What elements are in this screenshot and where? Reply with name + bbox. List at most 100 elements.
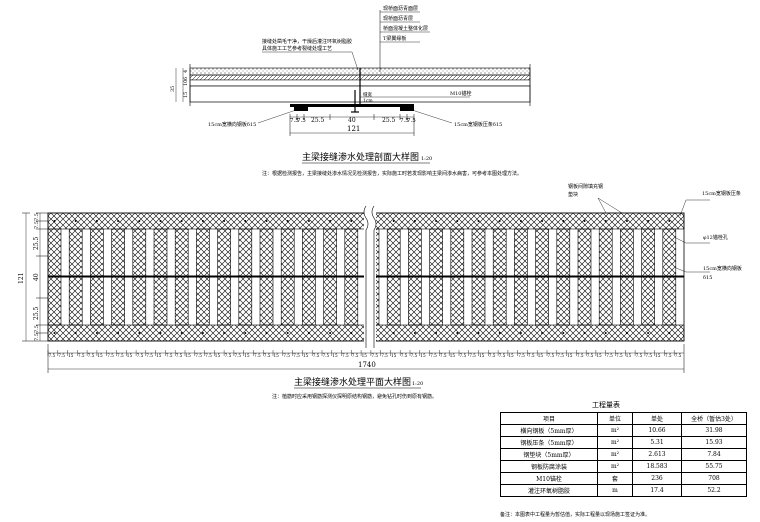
table-row: 钢板防腐涂装 m² 18.583 55.75	[500, 460, 747, 473]
anchor-hole	[95, 332, 98, 334]
anchor-hole	[413, 332, 416, 334]
quantity-table: 项目 单位 单处 全桥（暂估3处） 横向钢板（5mm厚） m² 10.66 31…	[500, 412, 747, 497]
plan-scale: 1:20	[412, 381, 423, 387]
bottom-dim-label: 15	[303, 353, 309, 358]
bottom-dim-label: 15	[156, 353, 162, 358]
table-cell: 31.98	[681, 424, 747, 437]
bottom-dim-label: 7.5	[352, 353, 359, 358]
plan-note: 注：植筋时应采用钢筋探测仪探明原结构钢筋，避免钻孔时伤到原有钢筋。	[272, 393, 437, 400]
bottom-dim-label: 7.5	[205, 353, 212, 358]
anchor-hole	[477, 332, 480, 334]
bottom-dim-label: 7.5	[440, 353, 447, 358]
table-cell: 52.2	[681, 484, 747, 497]
bottom-dim-label: 7.5	[254, 353, 261, 358]
quantity-table-title: 工程量表	[592, 401, 620, 409]
anchor-hole	[74, 332, 77, 334]
anchor-hole	[201, 220, 204, 222]
bottom-dim-label: 15	[186, 353, 192, 358]
col-header: 单位	[597, 412, 633, 425]
anchor-hole	[604, 220, 607, 222]
anchor-hole	[350, 220, 353, 222]
table-cell: 横向钢板（5mm厚）	[500, 424, 598, 437]
sdim-5: 25.5	[382, 117, 396, 124]
table-cell: 套	[597, 472, 633, 485]
bottom-dim-label: 7.5	[577, 353, 584, 358]
section-view: 现桥面沥青面层 现桥面沥青层 桥面混凝土整体化层 T梁翼缘板 接缝处凿毛干净，干…	[170, 5, 531, 177]
bottom-dim-label: 15	[127, 353, 133, 358]
sdim-total: 121	[347, 125, 360, 133]
section-scale: 1:20	[421, 156, 432, 162]
ldim-4: 40	[33, 273, 40, 281]
table-cell: 灌注环氧树脂胶	[500, 484, 598, 497]
anchor-hole	[286, 220, 289, 222]
anchor-hole	[541, 332, 544, 334]
anchor-hole	[477, 220, 480, 222]
bottom-dim-label: 7.5	[88, 353, 95, 358]
bottom-dim-label: 15	[479, 353, 485, 358]
anchor-hole	[625, 332, 628, 334]
table-row: 灌注环氧树脂胶 m 17.4 52.2	[500, 484, 747, 497]
layer-label-3: 桥面混凝土整体化层	[383, 25, 428, 32]
anchor-hole	[223, 332, 226, 334]
table-cell: 5.31	[632, 436, 682, 449]
sdim-7: 7.5	[407, 118, 416, 124]
bottom-dim-label: 7.5	[176, 353, 183, 358]
bottom-dim-label: 7.5	[195, 353, 202, 358]
vdim-total: 35	[170, 86, 176, 92]
anchor-hole	[138, 220, 141, 222]
press-strip-right	[400, 107, 414, 111]
anchor-hole	[668, 220, 671, 222]
table-cell: 17.4	[632, 484, 682, 497]
gap-fill-label-1: 钢板间隙填充钢	[568, 183, 603, 190]
bottom-dim-label: 7.5	[381, 353, 388, 358]
sdim-3: 25.5	[311, 117, 325, 124]
anchor-hole	[307, 220, 310, 222]
anchor-hole	[392, 332, 395, 334]
bottom-dim-label: 7.5	[58, 353, 65, 358]
bottom-dim-label: 15	[567, 353, 573, 358]
sdim-6: 7.5	[400, 118, 409, 124]
anchor-hole	[201, 332, 204, 334]
vdim-2: 6	[183, 77, 189, 80]
bottom-dim-label: 7.5	[636, 353, 643, 358]
bottom-dim-label: 7.5	[323, 353, 330, 358]
bottom-dim-label: 7.5	[313, 353, 320, 358]
table-cell: 55.75	[681, 460, 747, 473]
bottom-dim-label: 15	[362, 353, 368, 358]
table-cell: 7.84	[681, 448, 747, 461]
table-header-row: 项目 单位 单处 全桥（暂估3处）	[500, 412, 747, 425]
bottom-dim-label: 7.5	[557, 353, 564, 358]
anchor-hole	[435, 220, 438, 222]
table-row: 钢板压条（5mm厚） m² 5.31 15.93	[500, 436, 747, 449]
plan-title: 主梁接缝渗水处理平面大样图	[294, 376, 411, 388]
bottom-dim-label: 7.5	[606, 353, 613, 358]
bottom-dim-label: 7.5	[293, 353, 300, 358]
bottom-dim-label: 15	[596, 353, 602, 358]
bottom-dim-label: 7.5	[675, 353, 682, 358]
epoxy-callout-line1: 接缝处凿毛干净，干燥后灌注环氧树脂胶	[262, 38, 352, 45]
bottom-dim-label: 15	[332, 353, 338, 358]
quantity-table-note: 备注：本图表中工程量为暂估值，实际工程量以现场施工签证为准。	[500, 512, 651, 518]
sdim-2: 7.5	[297, 118, 306, 124]
bottom-dim-label: 7.5	[587, 353, 594, 358]
table-cell: 236	[632, 472, 682, 485]
bottom-dim-label: 7.5	[264, 353, 271, 358]
bottom-dim-label: 7.5	[225, 353, 232, 358]
ldim-3: 25.5	[33, 236, 40, 250]
bottom-dim-label: 7.5	[430, 353, 437, 358]
bottom-dim-label: 7.5	[137, 353, 144, 358]
col-header: 单处	[632, 412, 682, 425]
anchor-hole	[647, 332, 650, 334]
bottom-dim-label: 15	[538, 353, 544, 358]
layer-label-4: T梁翼缘板	[383, 35, 406, 42]
ldim-total: 121	[18, 273, 25, 284]
table-cell: m²	[597, 460, 633, 473]
layer-label-1: 现桥面沥青面层	[383, 5, 418, 12]
plan-view: 钢板间隙填充钢 垫块 15cm宽钢板压条 φ12锚栓孔 15cm宽横向钢板 δ1…	[18, 183, 742, 400]
anchor-hole	[329, 332, 332, 334]
bottom-dim-label: 7.5	[489, 353, 496, 358]
anchor-hole	[625, 220, 628, 222]
bottom-dim-label: 7.5	[548, 353, 555, 358]
